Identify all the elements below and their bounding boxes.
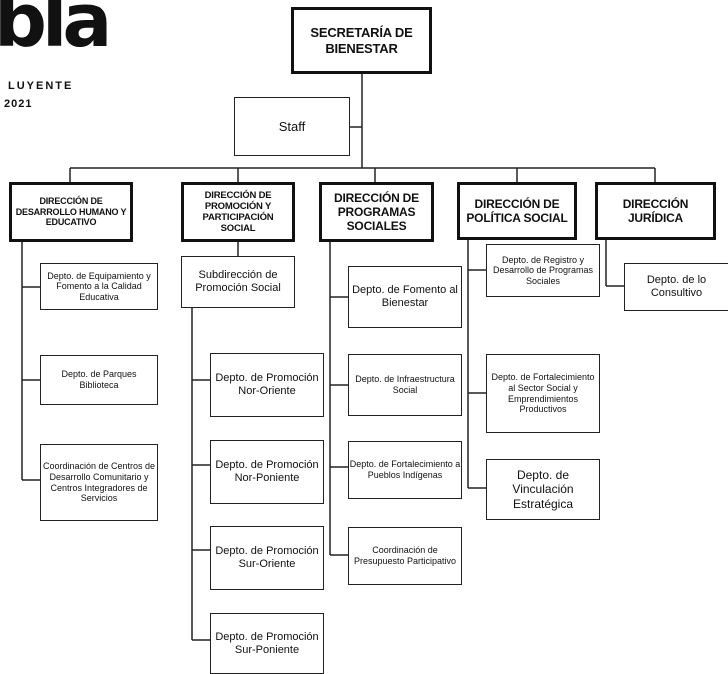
unit-infraestructura-social: Depto. de Infraestructura Social — [348, 354, 462, 416]
logo-line1: LUYENTE — [8, 80, 74, 92]
unit-parques-biblioteca: Depto. de Parques Biblioteca — [40, 355, 158, 405]
logo-mark: bla — [0, 0, 112, 64]
secretaria-box: SECRETARÍA DE BIENESTAR — [291, 7, 432, 74]
direccion-promocion-participacion: DIRECCIÓN DE PROMOCIÓN Y PARTICIPACIÓN S… — [181, 182, 295, 242]
unit-nor-oriente: Depto. de Promoción Nor-Oriente — [210, 353, 324, 417]
unit-centros-desarrollo: Coordinación de Centros de Desarrollo Co… — [40, 444, 158, 521]
unit-equipamiento: Depto. de Equipamiento y Fomento a la Ca… — [40, 263, 158, 310]
unit-sur-oriente: Depto. de Promoción Sur-Oriente — [210, 526, 324, 590]
direccion-programas-sociales: DIRECCIÓN DE PROGRAMAS SOCIALES — [319, 182, 434, 242]
unit-vinculacion-estrategica: Depto. de Vinculación Estratégica — [486, 459, 600, 520]
unit-fomento-bienestar: Depto. de Fomento al Bienestar — [348, 266, 462, 328]
unit-registro-desarrollo: Depto. de Registro y Desarrollo de Progr… — [486, 244, 600, 297]
unit-consultivo: Depto. de lo Consultivo — [624, 263, 728, 311]
unit-fortalecimiento-sector-social: Depto. de Fortalecimiento al Sector Soci… — [486, 354, 600, 433]
unit-pueblos-indigenas: Depto. de Fortalecimiento a Pueblos Indí… — [348, 441, 462, 499]
direccion-desarrollo-humano: DIRECCIÓN DE DESARROLLO HUMANO Y EDUCATI… — [9, 182, 133, 242]
logo-line2: 2021 — [4, 98, 33, 110]
staff-box: Staff — [234, 97, 350, 156]
unit-presupuesto-participativo: Coordinación de Presupuesto Participativ… — [348, 527, 462, 585]
direccion-juridica: DIRECCIÓN JURÍDICA — [595, 182, 716, 240]
subdireccion-promocion-social: Subdirección de Promoción Social — [181, 256, 295, 308]
direccion-politica-social: DIRECCIÓN DE POLÍTICA SOCIAL — [457, 182, 577, 240]
unit-nor-poniente: Depto. de Promoción Nor-Poniente — [210, 440, 324, 504]
unit-sur-poniente: Depto. de Promoción Sur-Poniente — [210, 613, 324, 674]
